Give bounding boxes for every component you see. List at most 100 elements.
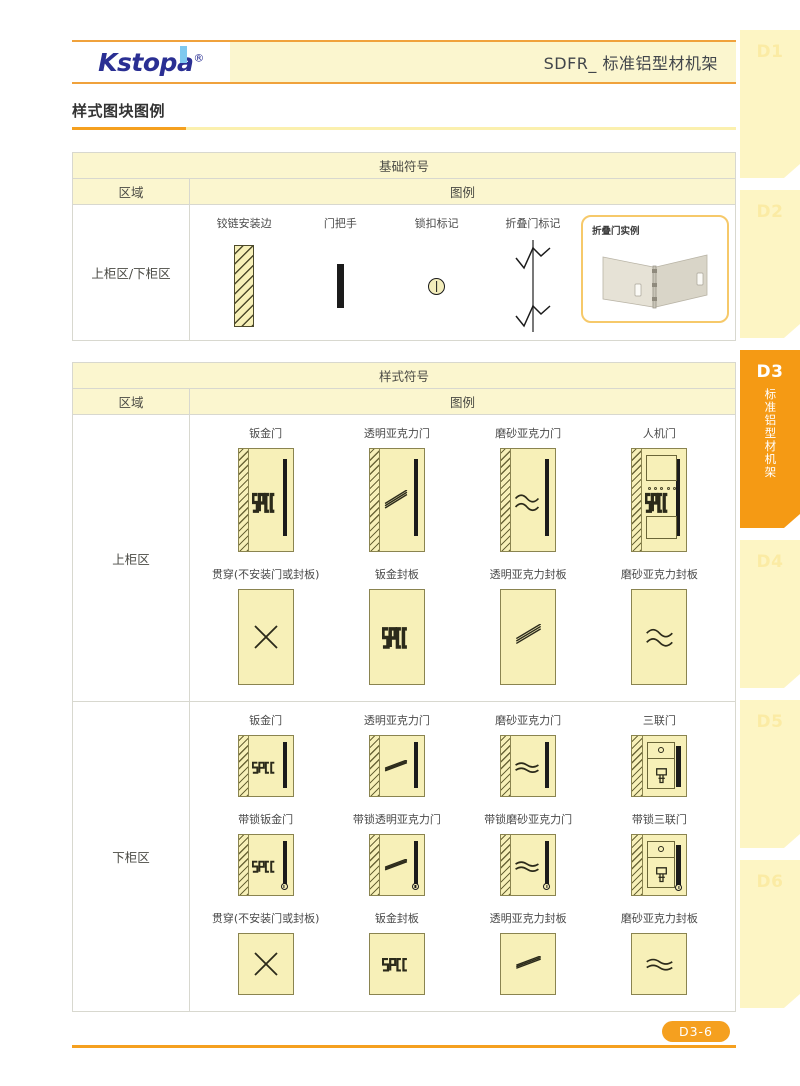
style-symbol-art <box>237 448 294 552</box>
cover-plate-symbol <box>368 933 425 995</box>
style-symbol-art <box>237 933 294 995</box>
hinge-edge-icon <box>632 449 643 551</box>
style-symbol-art <box>368 735 425 797</box>
cover-plate-symbol <box>631 933 688 995</box>
style-symbol-label: 磨砂亚克力封板 <box>620 568 698 581</box>
lower-zone-body: 钣金门透明亚克力门磨砂亚克力门三联门带锁钣金门带锁透明亚克力门带锁磨砂亚克力门带… <box>190 702 735 1011</box>
style-symbol-art <box>631 589 688 685</box>
style-symbols-table: 样式符号 区域 图例 上柜区 钣金门透明亚克力门磨砂亚克力门人机门贯穿(不安装门… <box>72 362 736 1012</box>
hinge-edge-icon <box>238 449 249 551</box>
section-title: 样式图块图例 <box>72 102 166 120</box>
style-symbol-row: 带锁钣金门带锁透明亚克力门带锁磨砂亚克力门带锁三联门 <box>190 811 735 896</box>
material-marking-icon <box>514 490 540 515</box>
triple-door-inner-frame <box>647 742 676 789</box>
style-symbol-label: 带锁三联门 <box>631 813 687 826</box>
material-marking-icon <box>250 490 278 515</box>
material-marking-icon <box>645 624 674 651</box>
style-symbol-label: 钣金封板 <box>374 568 419 581</box>
style-symbol-label: 钣金门 <box>249 714 283 727</box>
style-symbol-cell: 贯穿(不安装门或封板) <box>200 910 331 995</box>
style-symbol-cell: 磨砂亚克力门 <box>463 425 594 552</box>
style-symbol-art <box>368 589 425 685</box>
side-tab-d1[interactable]: D1 <box>740 30 800 178</box>
basic-table-subheader: 区域 图例 <box>73 179 735 205</box>
style-symbol-label: 带锁磨砂亚克力门 <box>484 813 573 826</box>
door-handle-icon <box>282 742 287 788</box>
hmi-screen-panel <box>646 455 678 481</box>
side-tab-d4[interactable]: D4 <box>740 540 800 688</box>
style-symbol-cell: 透明亚克力门 <box>331 712 462 797</box>
lock-mark-icon <box>280 883 288 890</box>
door-symbol <box>237 735 294 797</box>
door-handle-icon <box>413 459 418 536</box>
brand-accent-bar <box>179 45 187 63</box>
style-symbol-cell: 透明亚克力门 <box>331 425 462 552</box>
material-marking-icon <box>382 956 411 973</box>
style-symbol-label: 透明亚克力门 <box>363 427 430 440</box>
style-symbol-art <box>237 735 294 797</box>
through-opening-symbol <box>237 933 294 995</box>
hmi-door-symbol <box>631 448 688 552</box>
triple-door-knob-icon <box>658 747 665 753</box>
door-symbol <box>500 735 557 797</box>
style-symbol-cell: 钣金封板 <box>331 566 462 685</box>
section-divider <box>72 127 736 130</box>
basic-symbol-label: 门把手 <box>323 217 357 230</box>
side-tab-d2[interactable]: D2 <box>740 190 800 338</box>
style-symbol-label: 钣金门 <box>249 427 283 440</box>
door-symbol <box>500 448 557 552</box>
section-divider-track <box>186 127 736 130</box>
basic-table-title: 基础符号 <box>73 153 735 179</box>
door-handle-icon <box>676 746 682 787</box>
style-symbol-label: 钣金封板 <box>374 912 419 925</box>
basic-symbol-label: 铰链安装边 <box>216 217 272 230</box>
style-symbol-cell: 人机门 <box>594 425 725 552</box>
section-heading-block: 样式图块图例 <box>72 100 736 130</box>
style-symbol-cell: 钣金门 <box>200 425 331 552</box>
material-marking-icon <box>514 954 543 973</box>
side-tab-code: D3 <box>756 362 784 382</box>
brand-logo: Kstopa® <box>72 42 230 82</box>
basic-symbols-table: 基础符号 区域 图例 上柜区/下柜区 铰链安装边门把手锁扣标记折叠门标记折叠门实… <box>72 152 736 341</box>
style-symbol-cell: 贯穿(不安装门或封板) <box>200 566 331 685</box>
folding-door-photo <box>602 254 708 309</box>
style-symbol-label: 人机门 <box>642 427 676 440</box>
basic-col-region: 区域 <box>73 179 190 204</box>
lower-zone-row: 下柜区 钣金门透明亚克力门磨砂亚克力门三联门带锁钣金门带锁透明亚克力门带锁磨砂亚… <box>73 701 735 1011</box>
side-tab-code: D6 <box>756 872 784 892</box>
style-symbol-label: 贯穿(不安装门或封板) <box>211 568 320 581</box>
triple-door-inner-frame <box>647 841 676 888</box>
style-symbol-label: 三联门 <box>642 714 676 727</box>
style-symbol-label: 透明亚克力封板 <box>489 912 567 925</box>
style-symbol-art <box>500 933 557 995</box>
style-symbol-art <box>368 834 425 896</box>
style-symbol-cell: 钣金封板 <box>331 910 462 995</box>
hinge-edge-icon <box>501 736 512 796</box>
side-tab-d6[interactable]: D6 <box>740 860 800 1008</box>
material-marking-icon <box>514 760 540 775</box>
page-number-badge: D3-6 <box>661 1021 730 1042</box>
lock-mark-icon <box>411 883 419 890</box>
style-symbol-cell: 带锁钣金门 <box>200 811 331 896</box>
style-symbol-label: 透明亚克力门 <box>363 714 430 727</box>
lock-mark-icon <box>428 277 446 295</box>
triple-door-divider <box>647 857 676 859</box>
side-tab-d5[interactable]: D5 <box>740 700 800 848</box>
lock-mark-icon <box>543 883 551 890</box>
style-symbol-art <box>368 933 425 995</box>
style-symbol-cell: 磨砂亚克力封板 <box>594 566 725 685</box>
door-handle-icon <box>545 459 550 536</box>
lock-mark-icon <box>675 884 683 891</box>
basic-symbol-art <box>234 238 255 334</box>
style-symbol-cell: 带锁三联门 <box>594 811 725 896</box>
door-handle-icon <box>282 459 287 536</box>
brand-name: Kstopa <box>98 47 194 77</box>
folding-door-example-cell: 折叠门实例 <box>581 215 729 334</box>
triple-door-latch-icon <box>654 864 669 883</box>
folding-door-photo <box>593 237 717 313</box>
material-marking-icon <box>645 956 674 973</box>
style-symbol-row: 贯穿(不安装门或封板)钣金封板透明亚克力封板磨砂亚克力封板 <box>190 566 735 685</box>
